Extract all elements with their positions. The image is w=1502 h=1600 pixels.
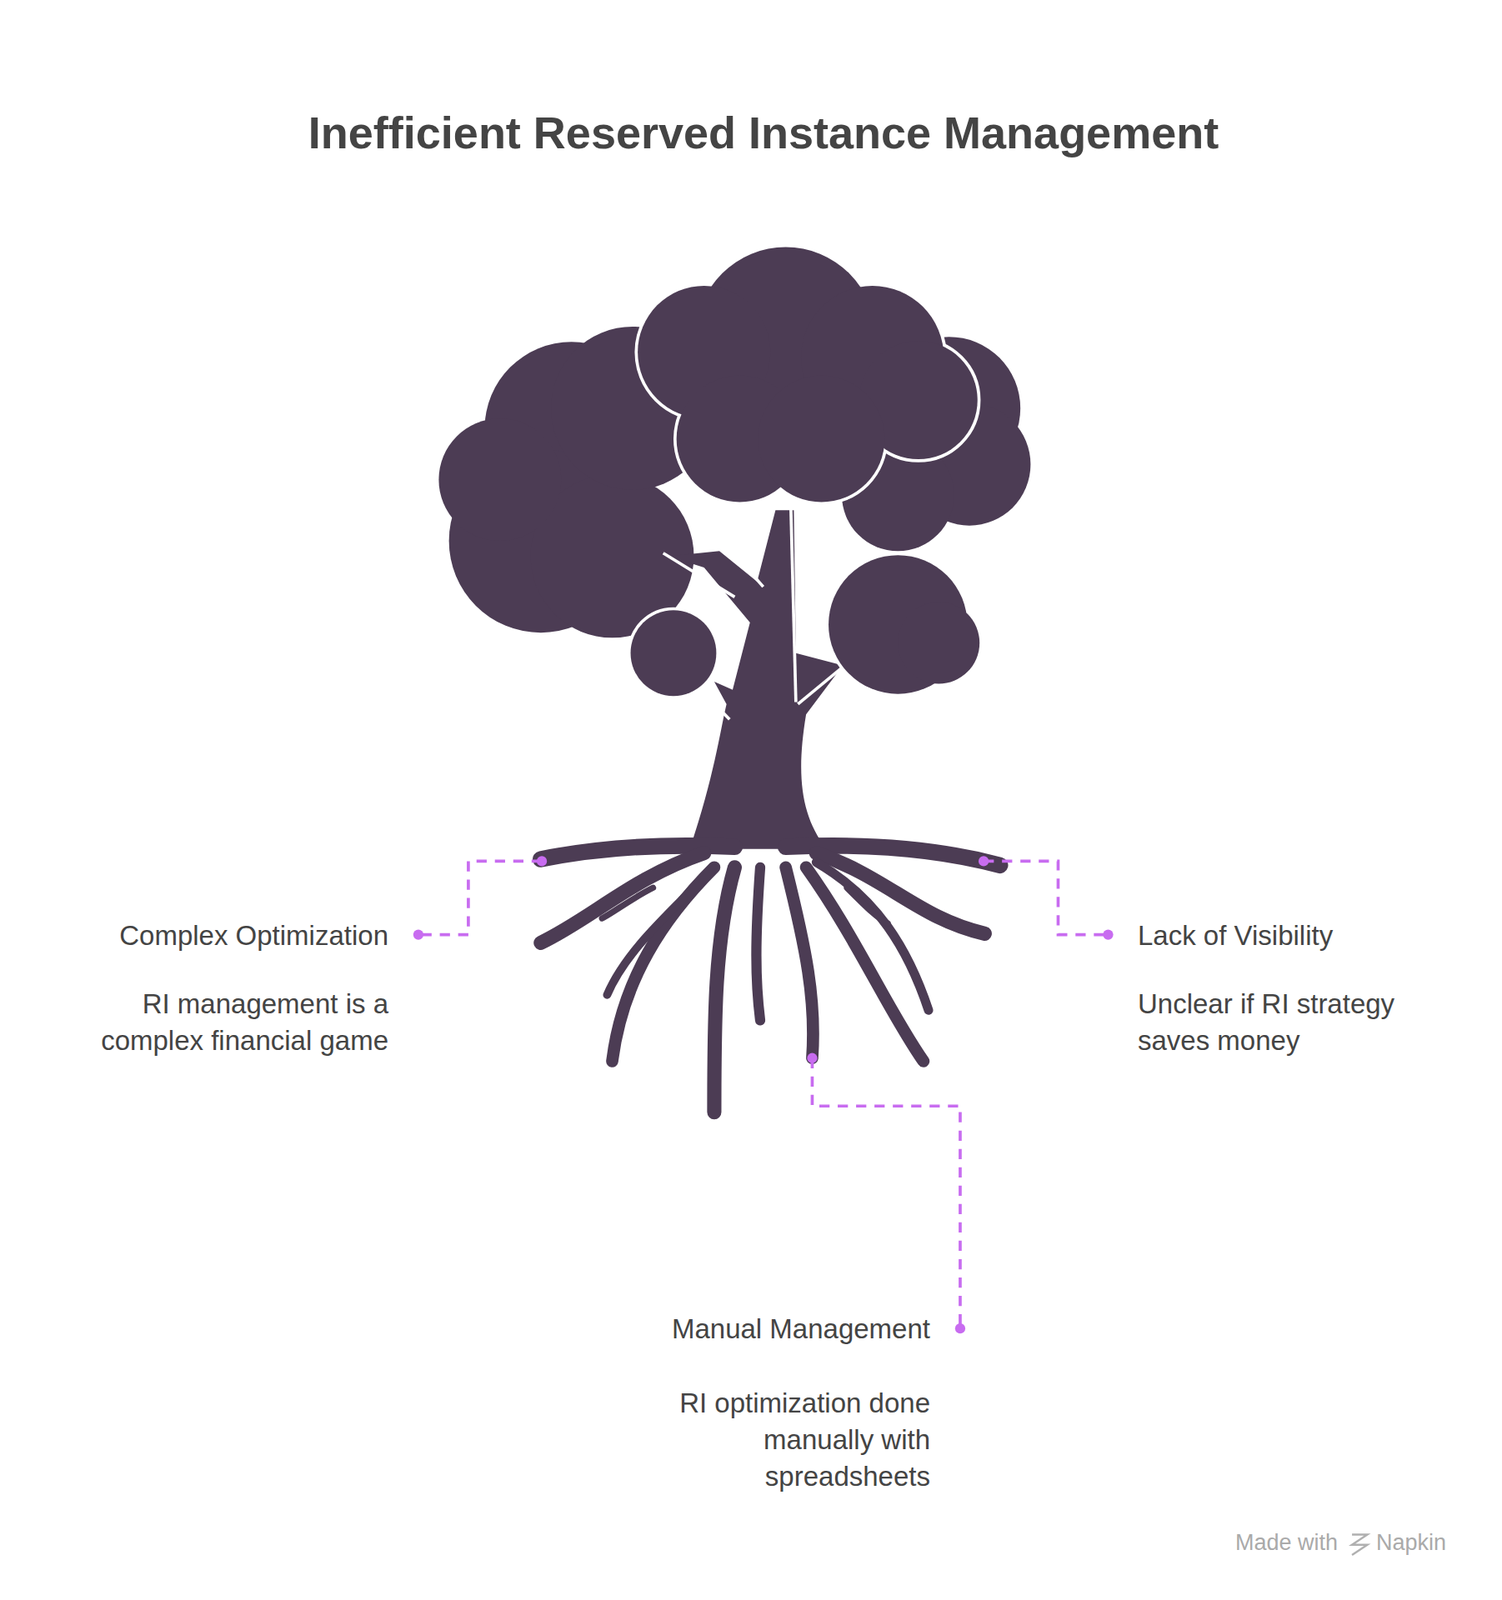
- callout-heading: Complex Optimization: [63, 917, 389, 955]
- canopy-front: [630, 246, 981, 696]
- watermark: Made with: [1146, 1528, 1338, 1558]
- callout-body: RI optimization done manually with sprea…: [621, 1385, 931, 1496]
- leader-dots: [413, 856, 1114, 1334]
- callout-heading: Lack of Visibility: [1137, 917, 1455, 955]
- callout-body: Unclear if RI strategy saves money: [1137, 986, 1455, 1060]
- tree-roots: [540, 846, 1001, 1113]
- callout-heading: Manual Management: [621, 1311, 931, 1348]
- watermark: Napkin: [1376, 1528, 1502, 1558]
- leader-lines: [418, 861, 1109, 1329]
- callout-body: RI management is a complex financial gam…: [63, 986, 389, 1060]
- diagram-title: Inefficient Reserved Instance Management: [83, 103, 1444, 162]
- napkin-icon: [1351, 1534, 1367, 1555]
